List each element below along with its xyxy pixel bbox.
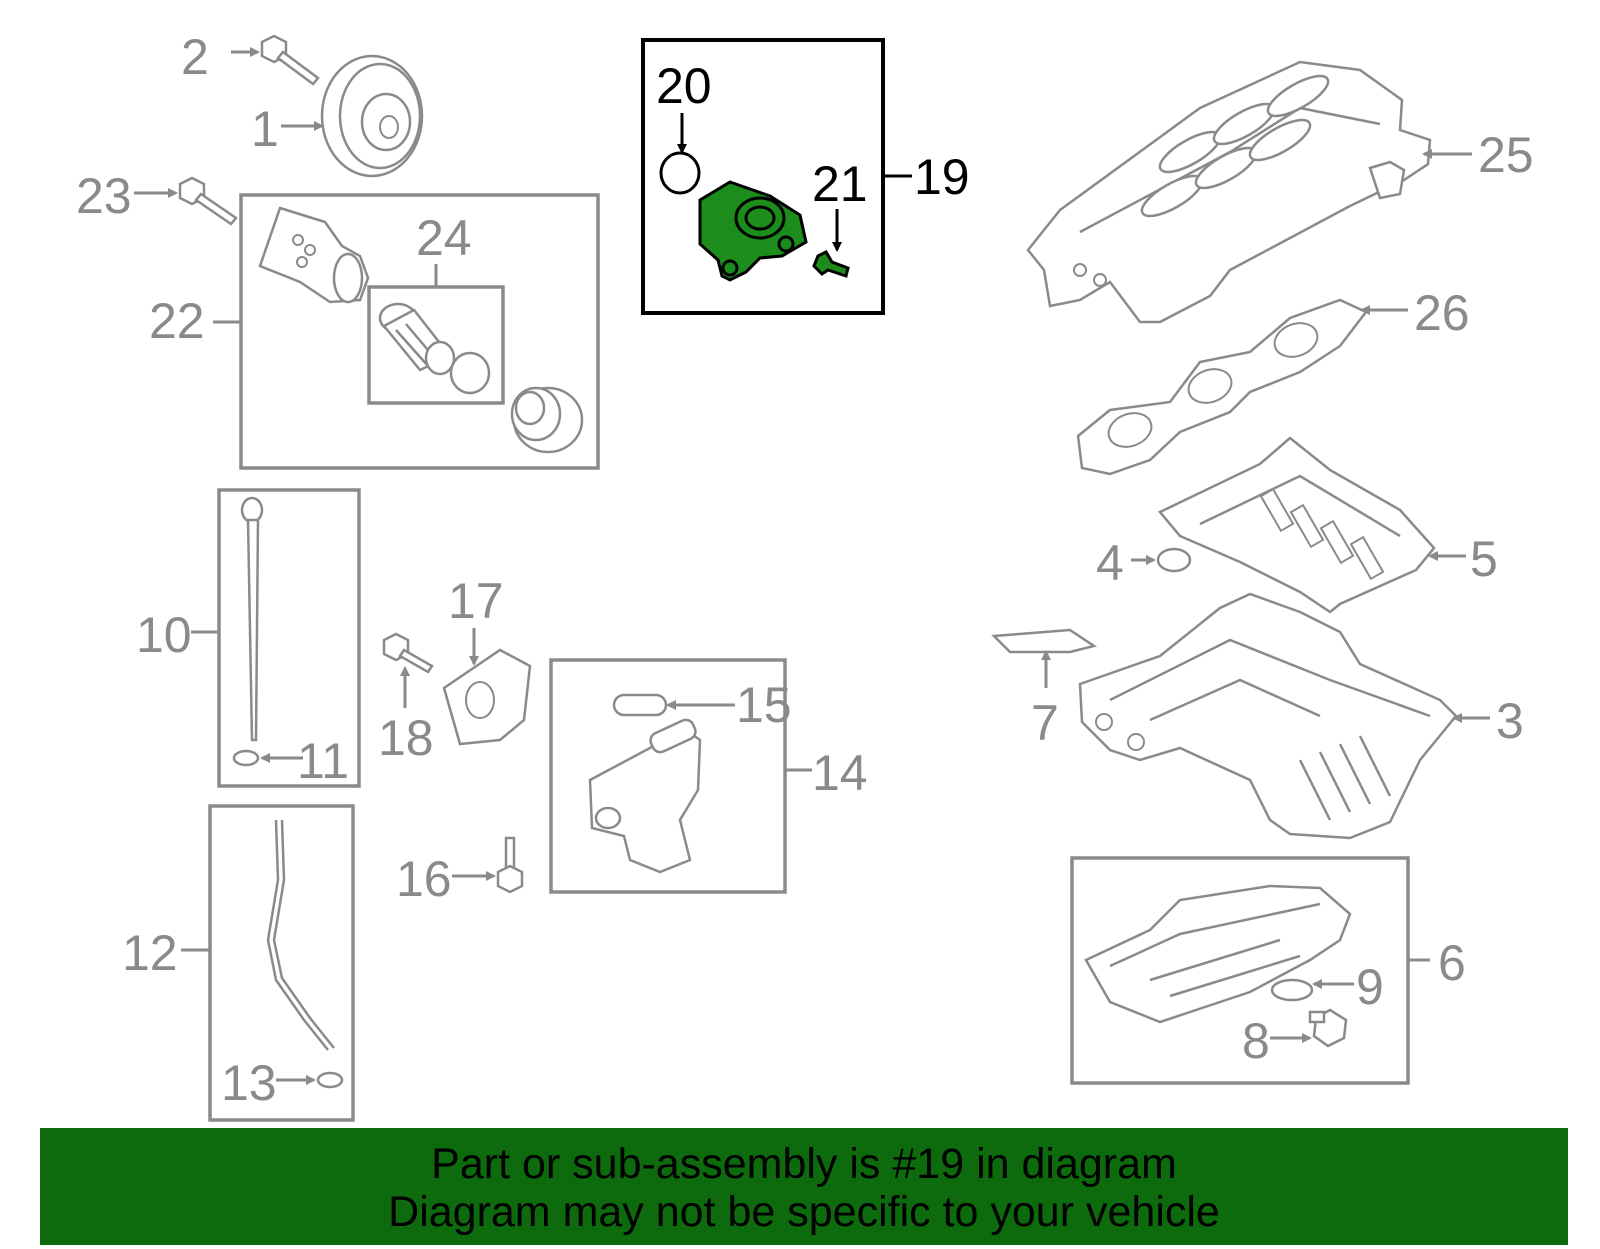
o-ring-13 [316, 1071, 344, 1089]
callout-22: 22 [149, 293, 205, 349]
o-ring-4 [1156, 547, 1192, 573]
callout-8: 8 [1242, 1013, 1270, 1069]
intake-manifold-gasket [1076, 298, 1368, 476]
intake-manifold [1026, 60, 1432, 324]
o-ring-20 [659, 151, 701, 195]
filter-o-ring [449, 351, 491, 395]
dipstick-tube-12 [266, 819, 329, 1051]
oil-filter-element [378, 302, 456, 376]
group-box-22 [239, 193, 600, 470]
callout-20: 20 [656, 58, 712, 114]
oil-pump-14 [588, 718, 702, 874]
bracket-17 [442, 648, 532, 746]
bracket-7 [991, 628, 1098, 654]
callout-16: 16 [396, 851, 452, 907]
callout-24: 24 [416, 210, 472, 266]
oil-baffle-plate [1158, 436, 1436, 614]
callout-1: 1 [251, 101, 279, 157]
callout-17: 17 [448, 573, 504, 629]
highlighted-part-19-fitting [659, 151, 850, 282]
drain-plug-washer-9 [1270, 978, 1314, 1002]
group-box-10 [217, 488, 361, 788]
banner-line-2: Diagram may not be specific to your vehi… [388, 1188, 1220, 1236]
callout-10: 10 [136, 607, 192, 663]
callout-11: 11 [297, 733, 349, 789]
pulley-bolt [260, 34, 320, 86]
filter-housing-bolt [178, 176, 238, 226]
callout-9: 9 [1356, 959, 1384, 1015]
callout-2: 2 [181, 29, 209, 85]
group-box-12 [208, 804, 355, 1122]
banner-line-1: Part or sub-assembly is #19 in diagram [431, 1140, 1177, 1188]
crankshaft-pulley [320, 54, 424, 178]
bolt-18 [382, 632, 434, 674]
group-box-6 [1070, 856, 1410, 1085]
bolt-16 [496, 836, 524, 894]
callout-21: 21 [812, 156, 868, 212]
drain-plug-8 [1308, 1008, 1348, 1048]
callout-12: 12 [122, 925, 178, 981]
callout-15: 15 [736, 677, 792, 733]
callout-5: 5 [1470, 531, 1498, 587]
oil-filter-housing [258, 206, 370, 304]
callout-3: 3 [1496, 693, 1524, 749]
dipstick-10 [240, 496, 264, 742]
callout-13: 13 [221, 1055, 277, 1111]
part-info-banner: Part or sub-assembly is #19 in diagram D… [40, 1128, 1568, 1245]
callout-18: 18 [378, 710, 434, 766]
gasket-15 [612, 693, 668, 717]
callout-23: 23 [76, 168, 132, 224]
callout-6: 6 [1438, 935, 1466, 991]
upper-oil-pan [1078, 592, 1458, 840]
o-ring-11 [232, 749, 260, 767]
callout-26: 26 [1414, 285, 1470, 341]
callout-25: 25 [1478, 127, 1534, 183]
callout-7: 7 [1031, 695, 1059, 751]
lower-oil-pan [1084, 884, 1352, 1024]
oil-filter-cap [510, 386, 584, 454]
callout-4: 4 [1096, 535, 1124, 591]
group-box-14 [549, 658, 787, 894]
callout-14: 14 [812, 745, 868, 801]
callout-19: 19 [914, 149, 970, 205]
